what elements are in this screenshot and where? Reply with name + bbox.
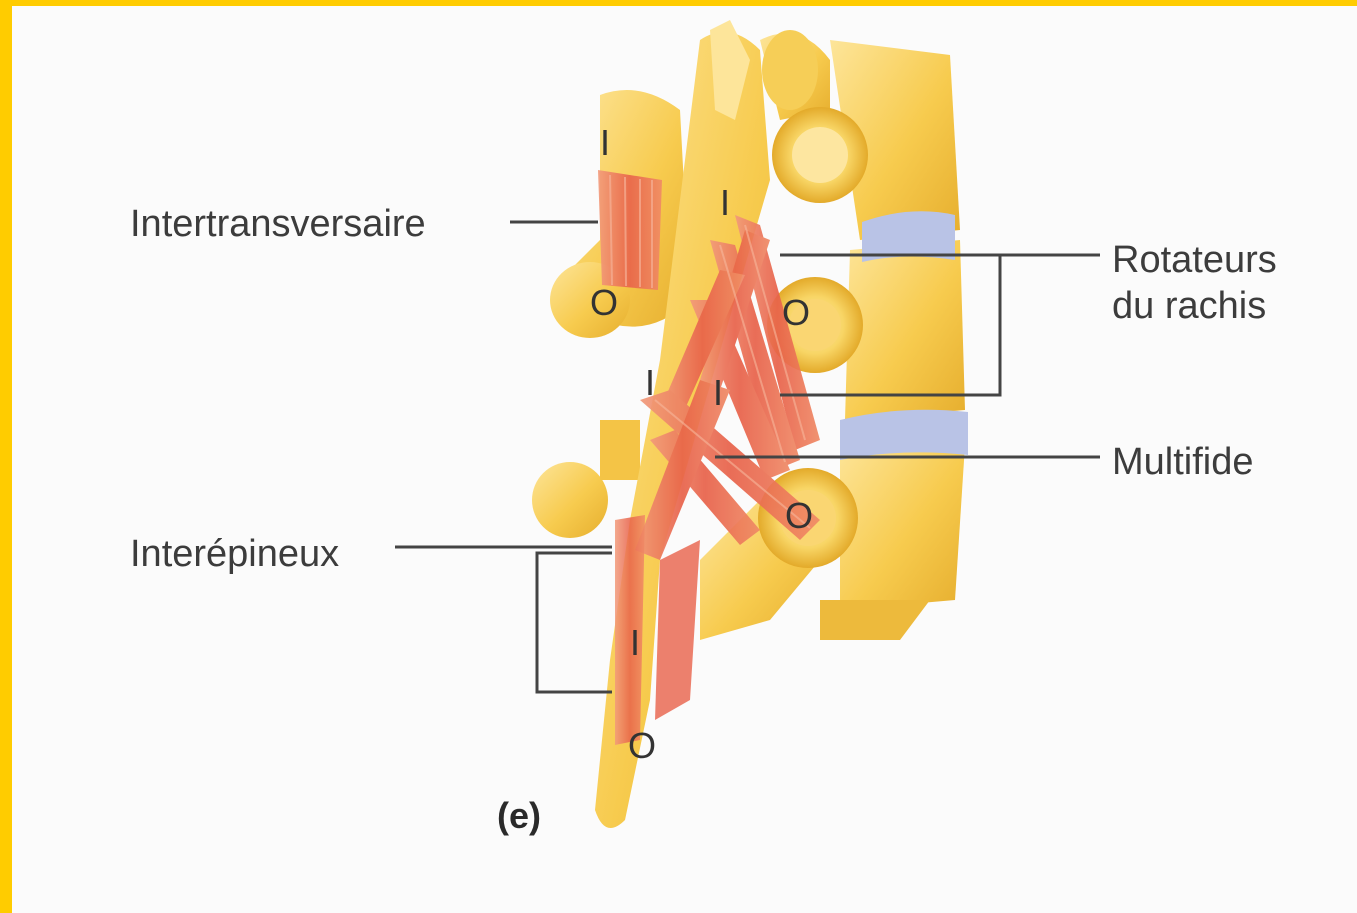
insertion-marker: I <box>600 122 610 163</box>
label-rotateurs-line2: du rachis <box>1112 285 1266 327</box>
insertion-marker: I <box>713 372 723 413</box>
insertion-marker: I <box>720 182 730 223</box>
insertion-marker: I <box>630 622 640 663</box>
origin-marker: O <box>628 725 656 766</box>
insertion-marker: I <box>645 362 655 403</box>
origin-marker: O <box>782 292 810 333</box>
label-multifide: Multifide <box>1112 441 1254 483</box>
panel-label: (e) <box>497 795 541 836</box>
label-rotateurs-line1: Rotateurs <box>1112 239 1277 281</box>
label-intertransversaire: Intertransversaire <box>130 203 426 245</box>
interepineux-bracket <box>537 553 612 692</box>
label-interepineux: Interépineux <box>130 533 339 575</box>
origin-marker: O <box>590 282 618 323</box>
origin-marker: O <box>785 495 813 536</box>
